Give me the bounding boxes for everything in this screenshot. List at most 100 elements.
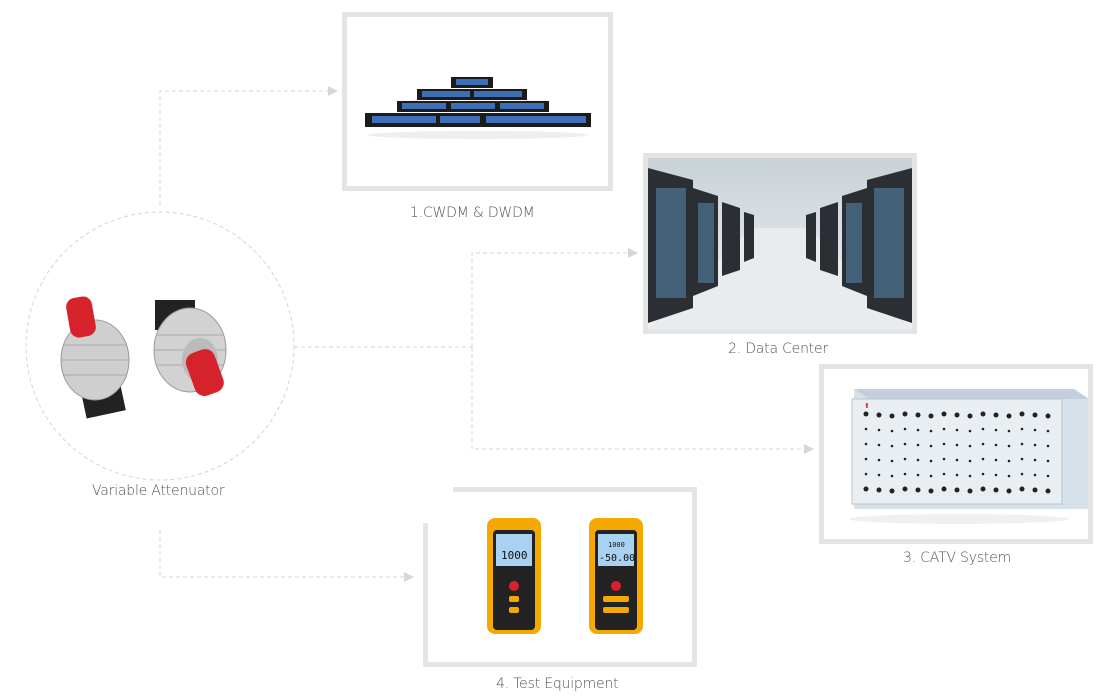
catv-port-dot xyxy=(968,444,972,448)
test-equipment-label: 4. Test Equipment xyxy=(496,676,619,692)
cwdm-dwdm-rack-image xyxy=(365,77,591,139)
catv-port-dot xyxy=(864,472,868,476)
catv-port-dot xyxy=(994,428,998,432)
optical-power-meter: 1000 -50.00 xyxy=(589,518,643,634)
catv-port-dot xyxy=(915,487,921,493)
catv-port-dot xyxy=(889,413,895,419)
catv-port-dot xyxy=(981,442,985,446)
catv-port-dot xyxy=(967,488,973,494)
catv-port-dot xyxy=(954,487,960,493)
catv-port-dot xyxy=(1032,412,1038,418)
connector-to-cwdm xyxy=(159,86,338,205)
catv-port-dot xyxy=(889,488,895,494)
catv-port-dot xyxy=(1045,488,1051,494)
catv-port-dot xyxy=(942,427,946,431)
catv-port-dot xyxy=(903,442,907,446)
connector-to-catv xyxy=(471,347,814,454)
catv-port-dot xyxy=(968,459,972,463)
catv-port-dot xyxy=(1020,427,1024,431)
catv-port-dot xyxy=(1046,459,1050,463)
catv-port-dot xyxy=(941,486,947,492)
source-label: Variable Attenuator xyxy=(92,483,225,499)
catv-port-dot xyxy=(954,412,960,418)
catv-port-dot xyxy=(1020,457,1024,461)
catv-port-dot xyxy=(994,443,998,447)
catv-port-dot xyxy=(929,444,933,448)
catv-port-dot xyxy=(1020,472,1024,476)
catv-port-dot xyxy=(928,488,934,494)
catv-port-dot xyxy=(955,443,959,447)
catv-port-dot xyxy=(877,458,881,462)
connector-to-test-equipment xyxy=(159,530,414,582)
catv-port-dot xyxy=(980,486,986,492)
catv-port-dot xyxy=(1007,429,1011,433)
catv-port-dot xyxy=(955,428,959,432)
catv-port-dot xyxy=(864,457,868,461)
catv-port-dot xyxy=(981,457,985,461)
catv-port-dot xyxy=(929,429,933,433)
test-equipment-image: 1000 1000 -50.00 xyxy=(487,518,643,634)
power-reading: -50.00 xyxy=(599,553,635,564)
connector-to-datacenter xyxy=(471,248,638,347)
catv-port-dot xyxy=(994,473,998,477)
catv-port-dot xyxy=(1019,486,1025,492)
catv-port-dot xyxy=(1006,413,1012,419)
catv-port-dot xyxy=(941,411,947,417)
catv-port-dot xyxy=(902,486,908,492)
catv-port-dot xyxy=(890,444,894,448)
catv-port-dot xyxy=(1045,413,1051,419)
test-equipment-frame: 1000 1000 -50.00 xyxy=(423,487,697,667)
source-reading: 1000 xyxy=(501,549,528,562)
catv-port-dot xyxy=(980,411,986,417)
catv-port-dot xyxy=(993,487,999,493)
catv-port-dot xyxy=(915,412,921,418)
catv-port-dot xyxy=(1033,458,1037,462)
catv-label: 3. CATV System xyxy=(903,550,1012,566)
catv-port-dot xyxy=(1007,459,1011,463)
catv-port-dot xyxy=(903,427,907,431)
catv-port-dot xyxy=(1046,429,1050,433)
catv-port-dot xyxy=(916,473,920,477)
catv-port-dot xyxy=(916,458,920,462)
catv-port-dot xyxy=(1019,411,1025,417)
catv-port-dot xyxy=(876,412,882,418)
catv-port-dot xyxy=(877,428,881,432)
catv-port-dot xyxy=(864,427,868,431)
catv-port-dot xyxy=(903,472,907,476)
catv-port-dot xyxy=(981,472,985,476)
catv-port-dot xyxy=(877,443,881,447)
catv-port-dot xyxy=(1007,474,1011,478)
catv-port-dot xyxy=(1020,442,1024,446)
catv-logo-mark: ⬆ xyxy=(864,402,870,410)
catv-port-dot xyxy=(890,459,894,463)
catv-port-dot xyxy=(1046,444,1050,448)
catv-port-dot xyxy=(942,442,946,446)
catv-port-dot xyxy=(1033,473,1037,477)
catv-port-dot xyxy=(877,473,881,477)
catv-port-dot xyxy=(1046,474,1050,478)
cwdm-dwdm-label: 1.CWDM & DWDM xyxy=(410,205,535,221)
catv-port-dot xyxy=(1032,487,1038,493)
catv-port-dot xyxy=(916,443,920,447)
catv-port-dot xyxy=(967,413,973,419)
power-sub-reading: 1000 xyxy=(608,541,625,549)
catv-port-dot xyxy=(1007,444,1011,448)
data-center-image xyxy=(648,158,912,329)
catv-port-dot xyxy=(942,472,946,476)
catv-frame: ⬆ xyxy=(819,364,1093,544)
catv-chassis-image: ⬆ xyxy=(849,389,1088,524)
variable-attenuator-image xyxy=(50,285,280,435)
catv-port-dot xyxy=(1033,443,1037,447)
catv-port-dot xyxy=(981,427,985,431)
catv-port-dot xyxy=(863,411,869,417)
catv-port-dot xyxy=(863,486,869,492)
catv-port-dot xyxy=(942,457,946,461)
catv-port-dot xyxy=(929,474,933,478)
catv-port-dot xyxy=(890,474,894,478)
catv-port-dot xyxy=(955,458,959,462)
source-circle-outline xyxy=(25,211,295,481)
catv-port-dot xyxy=(890,429,894,433)
catv-port-dot xyxy=(929,459,933,463)
catv-port-dot xyxy=(1006,488,1012,494)
